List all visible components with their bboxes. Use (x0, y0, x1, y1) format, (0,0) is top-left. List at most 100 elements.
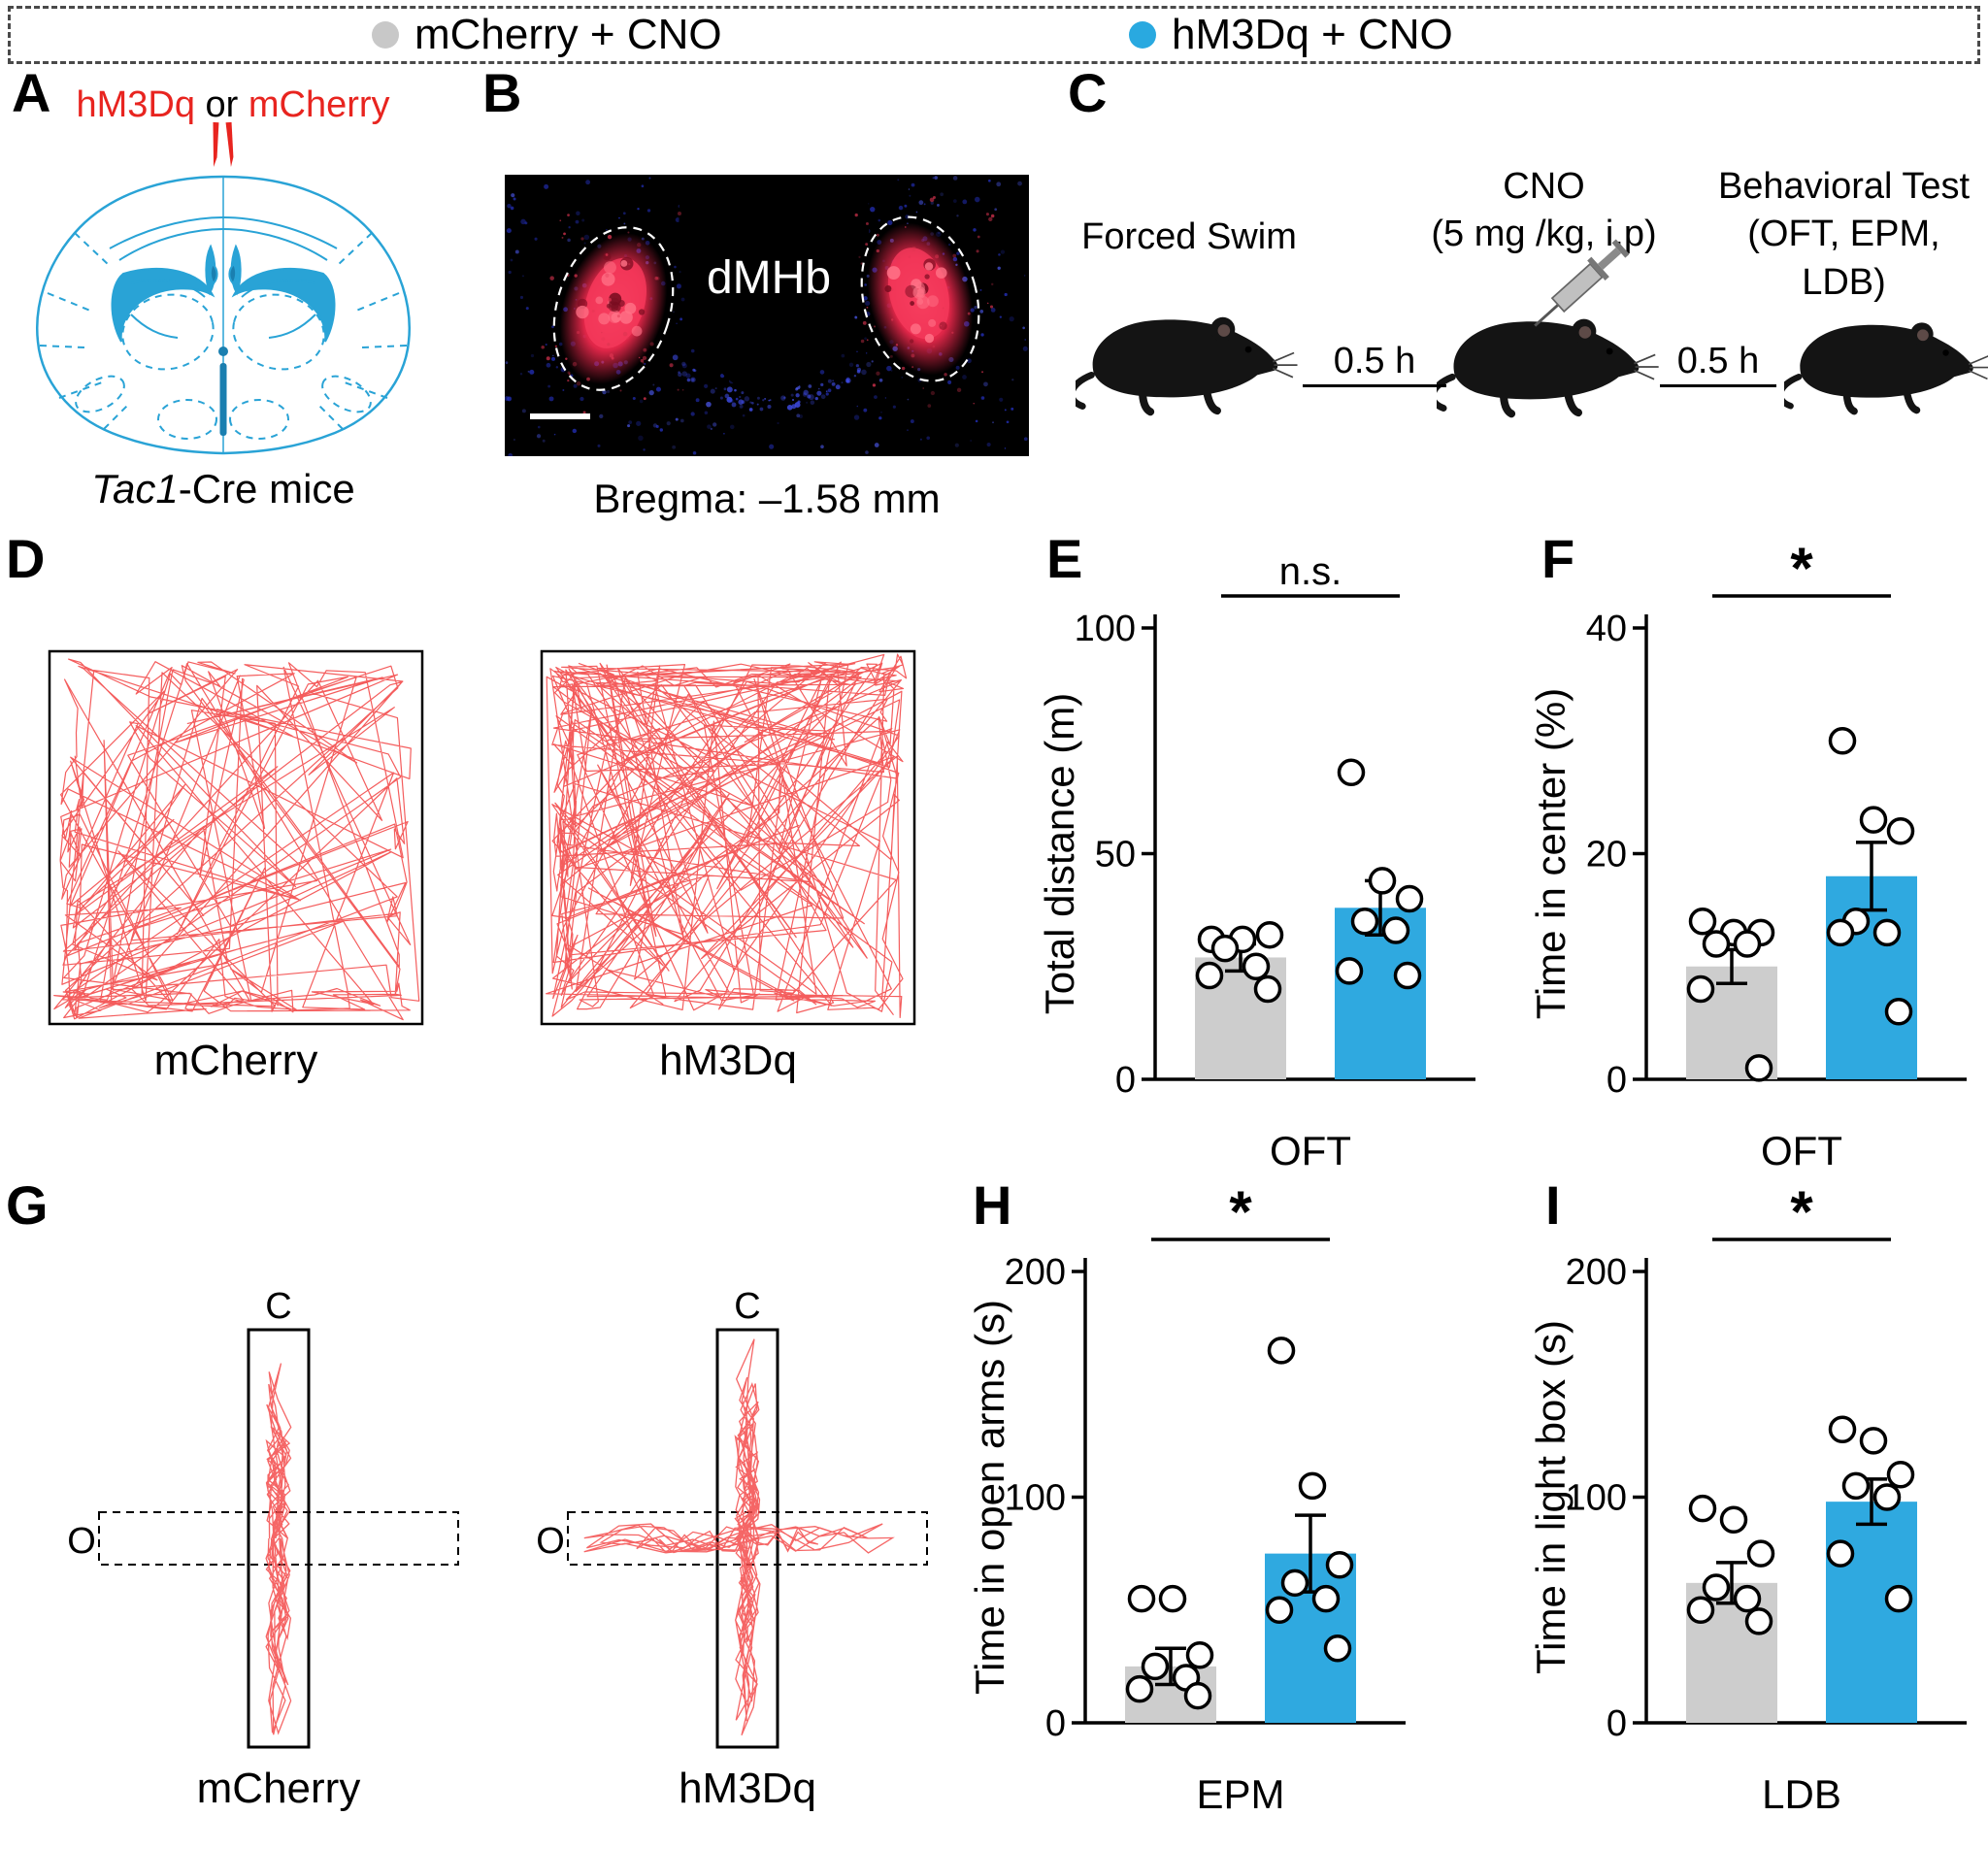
oft-track-hm3dq (540, 649, 916, 1026)
data-point (1733, 1584, 1762, 1613)
fluorescence-image: dMHb (505, 175, 1029, 456)
hm3dq-dot-icon (1129, 21, 1156, 49)
data-point (1886, 1461, 1915, 1489)
panel-letter-b: B (482, 62, 522, 123)
data-point (1841, 1471, 1871, 1501)
data-point (1323, 1634, 1352, 1663)
significance-label: n.s. (1279, 550, 1342, 593)
data-point (1325, 1551, 1354, 1579)
timeline-step2-title: CNO (1503, 166, 1585, 207)
y-tick-label: 200 (1566, 1252, 1627, 1293)
data-point (1298, 1471, 1327, 1501)
data-point (1746, 1539, 1775, 1568)
data-point (1185, 1641, 1214, 1669)
epm-track-mcherry: CO (67, 1291, 459, 1749)
mcherry-dot-icon (372, 21, 399, 49)
data-point (1311, 1584, 1341, 1613)
injection-label: hM3Dq or mCherry (68, 82, 398, 129)
timeline-interval1: 0.5 h (1333, 341, 1416, 381)
data-point (1267, 1337, 1296, 1365)
y-tick-label: 0 (1045, 1703, 1066, 1744)
data-point (1242, 952, 1271, 980)
significance-label: * (1229, 1179, 1252, 1244)
data-point (1859, 1427, 1888, 1455)
oft-caption-mcherry: mCherry (153, 1037, 318, 1084)
closed-arm-label: C (734, 1291, 760, 1327)
oft-caption-hm3dq: hM3Dq (659, 1037, 797, 1084)
y-tick-label: 100 (1005, 1478, 1066, 1519)
y-tick-label: 100 (1075, 609, 1136, 649)
panel-a-caption: Tac1-Cre mice (10, 466, 437, 512)
open-arm-label: O (67, 1521, 96, 1562)
data-point (1183, 1681, 1212, 1710)
y-axis-label: Time in open arms (s) (971, 1300, 1012, 1695)
data-point (1141, 1652, 1170, 1681)
data-point (1125, 1674, 1154, 1703)
legend-label-hm3dq: hM3Dq + CNO (1172, 11, 1453, 58)
y-axis-label: Time in light box (s) (1532, 1320, 1574, 1674)
ventricle-region (679, 175, 870, 396)
data-point (1337, 758, 1366, 787)
significance-label: * (1790, 1179, 1813, 1244)
legend-item-hm3dq: hM3Dq + CNO (1129, 9, 1453, 61)
y-axis-label: Total distance (m) (1041, 693, 1082, 1014)
y-axis-label: Time in center (%) (1532, 688, 1574, 1020)
closed-arm-label: C (265, 1291, 291, 1327)
data-point (1884, 1584, 1913, 1613)
data-point (1395, 884, 1424, 913)
data-point (1872, 918, 1902, 947)
closed-arms (715, 1328, 779, 1749)
data-point (1265, 1596, 1294, 1624)
x-axis-label: EPM (1196, 1771, 1284, 1817)
y-tick-label: 40 (1586, 609, 1627, 649)
epm-caption-mcherry: mCherry (196, 1765, 361, 1812)
data-point (1253, 974, 1282, 1004)
x-axis-label: LDB (1762, 1771, 1841, 1817)
y-tick-label: 100 (1566, 1478, 1627, 1519)
injection-label-hm3dq: hM3Dq (76, 84, 195, 125)
injection-label-or: or (194, 84, 248, 125)
data-point (1688, 908, 1717, 936)
data-point (1350, 908, 1379, 936)
data-point (1255, 920, 1284, 949)
data-point (1884, 998, 1913, 1026)
brain-coronal-diagram (36, 121, 411, 455)
data-point (1686, 1596, 1715, 1624)
panel-letter-f: F (1541, 528, 1575, 589)
timeline-step3-title: Behavioral Test (1717, 166, 1971, 207)
oft-track-mcherry (48, 649, 424, 1026)
data-point (1828, 727, 1857, 755)
panel-a-caption-gene: Tac1 (91, 466, 179, 512)
mouse-injection-icon (1437, 239, 1660, 419)
y-tick-label: 50 (1095, 835, 1136, 875)
panel-letter-d: D (6, 528, 46, 589)
trajectory (545, 653, 908, 1018)
x-axis-label: OFT (1761, 1128, 1842, 1173)
timeline-step3: Behavioral Test (OFT, EPM, LDB) (1701, 163, 1987, 307)
open-arm-label: O (536, 1521, 565, 1562)
arena-border (48, 649, 424, 1026)
timeline-step1-title: Forced Swim (1081, 216, 1297, 257)
data-point (1381, 916, 1410, 944)
closed-arms (247, 1328, 311, 1749)
injection-needles-icon (213, 121, 234, 167)
bar-hm3dq (1826, 1502, 1917, 1723)
trajectory (583, 1338, 895, 1736)
chart-time-light-box: 0 100 200 * LDB Time in light box (s) (1532, 1179, 1967, 1817)
trajectory (53, 658, 420, 1021)
panel-letter-i: I (1545, 1174, 1561, 1236)
data-point (1828, 1415, 1857, 1443)
data-point (1280, 1568, 1309, 1598)
panel-letter-g: G (6, 1174, 49, 1236)
significance-label: * (1790, 536, 1813, 601)
y-tick-label: 0 (1607, 1703, 1627, 1744)
panel-letter-a: A (12, 62, 51, 123)
data-point (1688, 1494, 1717, 1523)
panel-letter-h: H (973, 1174, 1012, 1236)
arena-border (540, 649, 916, 1026)
y-tick-label: 200 (1005, 1252, 1066, 1293)
data-point (1859, 806, 1888, 834)
y-tick-label: 20 (1586, 835, 1627, 875)
data-point (1886, 817, 1915, 845)
